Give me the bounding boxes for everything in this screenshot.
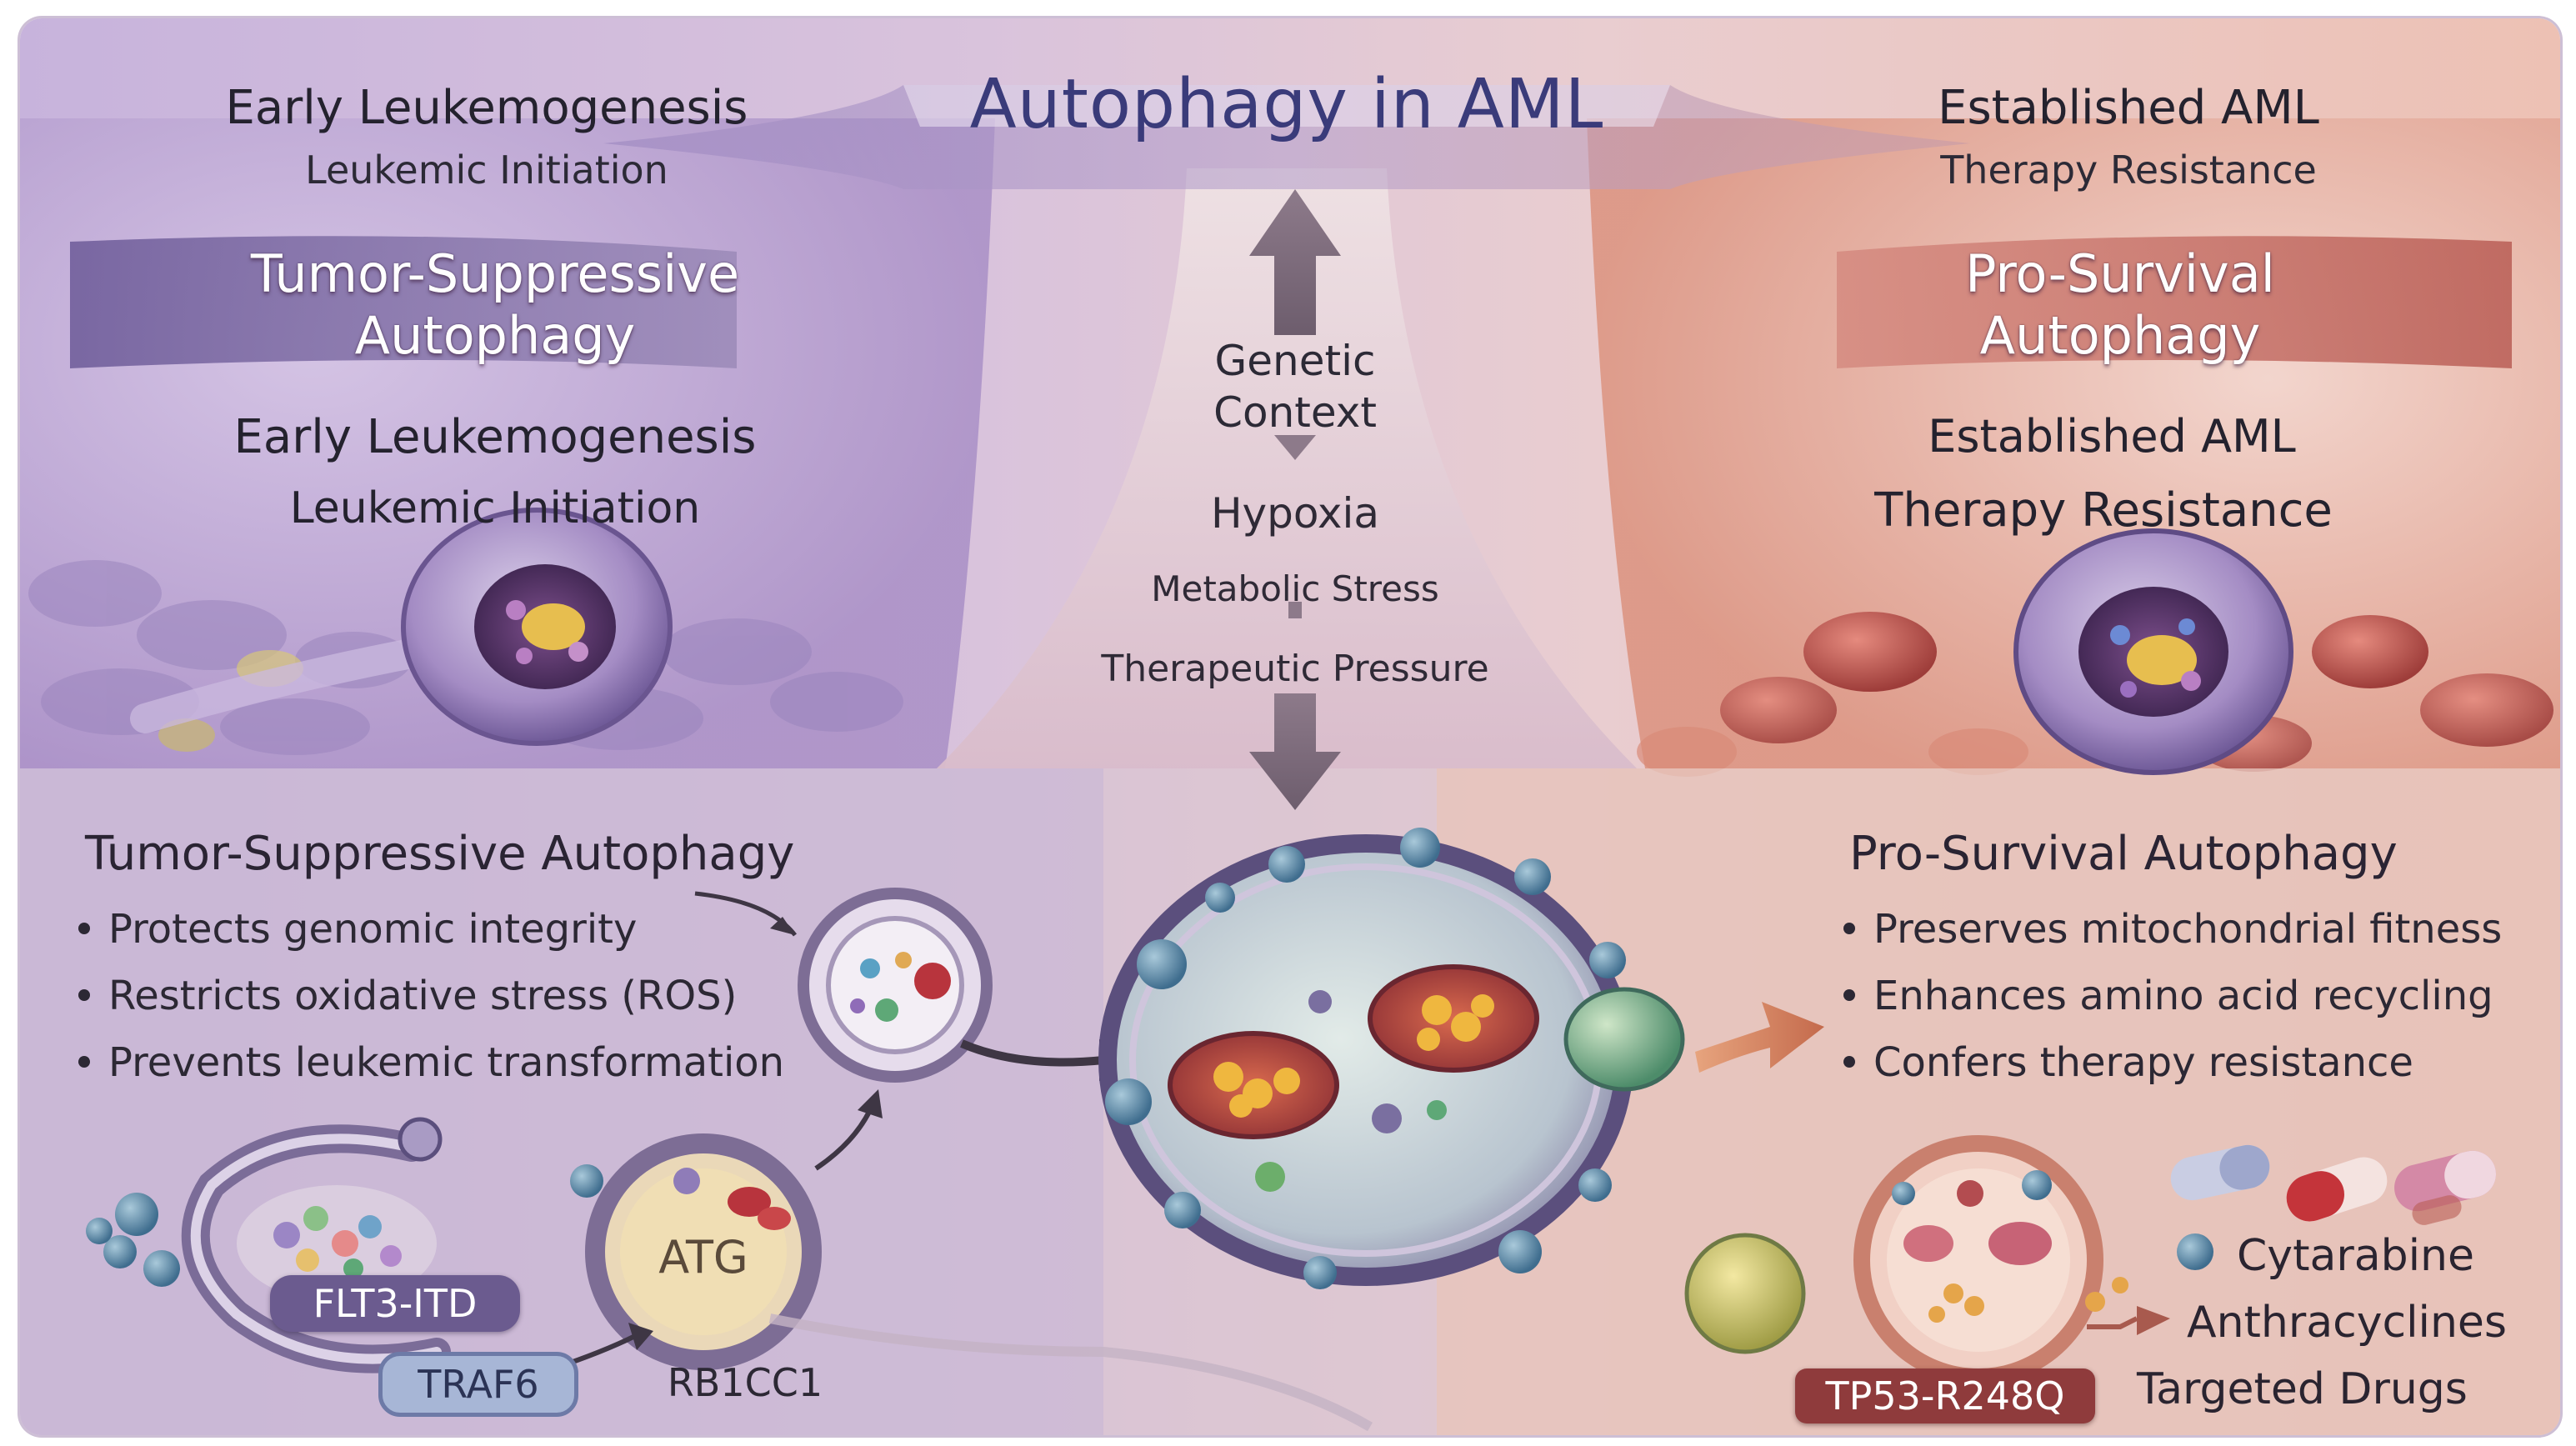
genetic-context-label: Genetic Context: [1137, 335, 1453, 438]
diagram-title: Autophagy in AML: [969, 65, 1604, 144]
right-bullet-2-text: Enhances amino acid recycling: [1873, 973, 2493, 1019]
factor-therapeutic-pressure: Therapeutic Pressure: [1101, 648, 1489, 690]
right-bullet-1: Preserves mitochondrial fitness: [1843, 906, 2502, 953]
left-header-subtitle: Leukemic Initiation: [305, 148, 668, 193]
right-stage-subtitle: Therapy Resistance: [1874, 483, 2333, 538]
left-ribbon-line2: Autophagy: [354, 305, 636, 366]
right-bullet-3: Confers therapy resistance: [1843, 1039, 2413, 1086]
left-section-title: Tumor-Suppressive Autophagy: [85, 827, 795, 881]
left-bullet-3: Prevents leukemic transformation: [78, 1039, 784, 1086]
left-bullet-2-text: Restricts oxidative stress (ROS): [108, 973, 738, 1019]
atg-label: ATG: [658, 1231, 748, 1283]
factor-metabolic-stress: Metabolic Stress: [1151, 568, 1439, 609]
left-ribbon-line1: Tumor-Suppressive: [250, 243, 740, 304]
left-bullet-3-text: Prevents leukemic transformation: [108, 1039, 785, 1086]
right-ribbon-line2: Autophagy: [1979, 305, 2261, 366]
drug-anthracyclines: Anthracyclines: [2187, 1298, 2508, 1348]
left-bullet-1-text: Protects genomic integrity: [108, 906, 638, 953]
drug-targeted-drugs: Targeted Drugs: [2137, 1364, 2468, 1414]
drug-cytarabine: Cytarabine: [2237, 1231, 2474, 1281]
left-bullet-2: Restricts oxidative stress (ROS): [78, 973, 737, 1019]
traf6-label: TRAF6: [378, 1352, 578, 1417]
background-artwork: [20, 85, 2560, 1435]
bullet-dot: [1843, 989, 1855, 1001]
genetic-context-line1: Genetic: [1214, 337, 1376, 385]
flt3-itd-label: FLT3-ITD: [270, 1275, 520, 1332]
genetic-context-line2: Context: [1213, 388, 1377, 437]
diagram-panel: Autophagy in AML Early Leukemogenesis Le…: [20, 18, 2560, 1435]
bullet-dot: [78, 1056, 90, 1068]
right-ribbon-line1: Pro-Survival: [1965, 243, 2275, 304]
left-ribbon: Tumor-Suppressive Autophagy: [137, 243, 853, 367]
bullet-dot: [1843, 923, 1855, 934]
bullet-dot: [78, 989, 90, 1001]
right-stage-title: Established AML: [1928, 410, 2296, 463]
right-bullet-1-text: Preserves mitochondrial fitness: [1873, 906, 2503, 953]
right-bullet-2: Enhances amino acid recycling: [1843, 973, 2493, 1019]
bullet-dot: [78, 923, 90, 934]
factor-hypoxia: Hypoxia: [1210, 489, 1380, 538]
right-section-title: Pro-Survival Autophagy: [1849, 827, 2398, 881]
left-header-title: Early Leukemogenesis: [225, 81, 748, 135]
tp53-r248q-label: TP53-R248Q: [1795, 1368, 2095, 1423]
right-ribbon: Pro-Survival Autophagy: [1762, 243, 2478, 367]
right-header-title: Established AML: [1938, 81, 2319, 135]
bullet-dot: [1843, 1056, 1855, 1068]
right-bullet-3-text: Confers therapy resistance: [1873, 1039, 2413, 1086]
left-stage-title: Early Leukemogenesis: [233, 410, 757, 464]
right-header-subtitle: Therapy Resistance: [1940, 148, 2317, 193]
left-stage-subtitle: Leukemic Initiation: [289, 483, 701, 533]
rb1cc1-label: RB1CC1: [667, 1360, 823, 1405]
left-bullet-1: Protects genomic integrity: [78, 906, 637, 953]
